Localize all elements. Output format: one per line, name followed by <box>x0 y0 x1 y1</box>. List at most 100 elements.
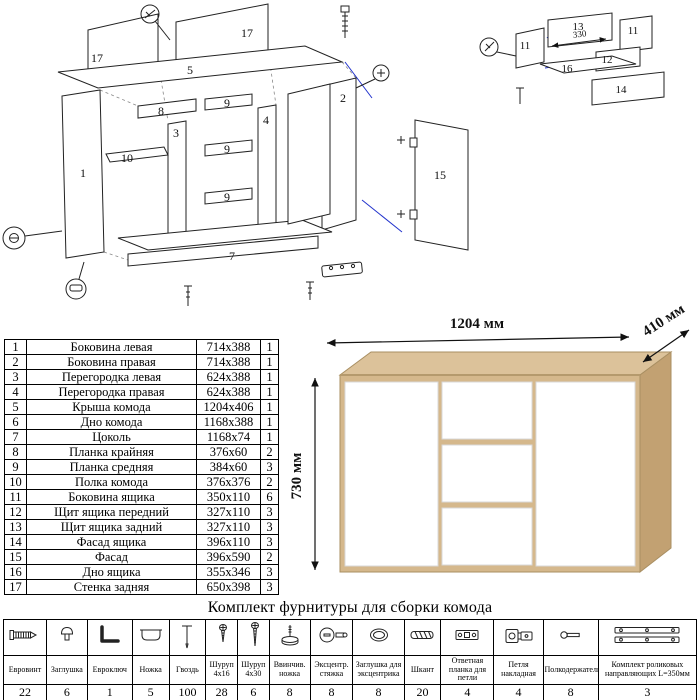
hinge-cup-top <box>409 137 418 148</box>
hardware-icons-row <box>3 619 698 656</box>
hardware-labels-row: Евровинт Заглушка Евроключ Ножка Гвоздь … <box>3 655 698 685</box>
edge-plank <box>137 98 197 119</box>
part-name: Щит ящика передний <box>26 504 197 520</box>
width-dimension-label: 1204 мм <box>450 316 504 332</box>
part-name: Фасад <box>26 549 197 565</box>
hardware-qty: 4 <box>440 683 495 700</box>
part-size: 714x388 <box>196 339 261 355</box>
depth-dimension-arrow <box>642 329 690 363</box>
middle-plank-1 <box>204 93 253 111</box>
part-size: 327x110 <box>196 504 261 520</box>
part-number: 12 <box>4 504 27 520</box>
middle-plank-3 <box>204 187 253 205</box>
part-qty: 1 <box>260 354 279 370</box>
screw-glyph-detail <box>516 87 524 104</box>
part-label-7: 7 <box>229 249 235 263</box>
hardware-qty: 5 <box>131 683 170 700</box>
drawer-bottom <box>539 55 637 74</box>
part-number: 6 <box>4 414 27 430</box>
hardware-qty: 3 <box>597 683 698 700</box>
part-qty: 1 <box>260 429 279 445</box>
part-size: 1204x406 <box>196 399 261 415</box>
hardware-icon-cell <box>597 619 698 656</box>
hardware-qty: 100 <box>168 683 207 700</box>
callout-cam-left <box>2 226 63 250</box>
part-number: 3 <box>4 369 27 385</box>
part-name: Перегородка левая <box>26 369 197 385</box>
height-dimension-label: 730 мм <box>289 453 305 500</box>
hardware-qty: 8 <box>309 683 354 700</box>
part-label-10: 10 <box>121 151 133 165</box>
shelf-panel <box>105 146 169 163</box>
hardware-label: Шуруп 4x16 <box>205 655 238 685</box>
euro-screw-icon <box>9 630 37 640</box>
part-label-4: 4 <box>263 113 269 127</box>
depth-dimension-label: 410 мм <box>640 301 688 340</box>
hardware-icon-cell <box>542 619 599 656</box>
part-size: 355x346 <box>196 564 261 580</box>
part-size: 327x110 <box>196 519 261 535</box>
part-number: 5 <box>4 399 27 415</box>
hardware-qty: 8 <box>352 683 405 700</box>
hardware-qty: 28 <box>205 683 238 700</box>
part-label-9a: 9 <box>224 96 230 110</box>
hardware-label: Ответная планка для петли <box>440 655 495 685</box>
hardware-icon-cell <box>493 619 544 656</box>
part-label-1: 1 <box>80 166 86 180</box>
cam-cap-icon <box>369 628 388 642</box>
hardware-kit-title: Комплект фурнитуры для сборки комода <box>207 599 493 616</box>
part-name: Боковина ящика <box>26 489 197 505</box>
dresser-top-face <box>338 351 673 376</box>
callout-bolt-top <box>340 5 390 89</box>
detail-label-14: 14 <box>616 84 628 96</box>
hinge-plate-icon <box>455 630 479 640</box>
dowel-icon <box>410 631 434 639</box>
drawer-facade <box>591 71 665 106</box>
part-qty: 1 <box>260 339 279 355</box>
right-door-front <box>535 381 636 567</box>
nail-glyph-bottom <box>184 285 192 306</box>
part-label-9b: 9 <box>224 142 230 156</box>
cam-lock-icon <box>319 627 347 643</box>
hardware-icon-cell <box>86 619 133 656</box>
part-number: 15 <box>4 549 27 565</box>
left-side-panel <box>61 89 105 259</box>
part-name: Цоколь <box>26 429 197 445</box>
part-qty: 1 <box>260 399 279 415</box>
assembly-guide-blue <box>344 61 403 233</box>
part-label-17a: 17 <box>91 51 103 65</box>
part-size: 376x376 <box>196 474 261 490</box>
product-render: 1204 мм 410 мм 730 мм <box>289 301 690 574</box>
part-qty: 3 <box>260 504 279 520</box>
part-qty: 2 <box>260 474 279 490</box>
hardware-label: Заглушка для эксцентрика <box>352 655 405 685</box>
hardware-table: Евровинт Заглушка Евроключ Ножка Гвоздь … <box>3 619 698 700</box>
part-size: 396x590 <box>196 549 261 565</box>
part-name: Планка средняя <box>26 459 197 475</box>
hardware-label: Эксцентр. стяжка <box>309 655 354 685</box>
part-number: 7 <box>4 429 27 445</box>
hardware-label: Петля накладная <box>493 655 544 685</box>
part-qty: 1 <box>260 414 279 430</box>
part-size: 1168x388 <box>196 414 261 430</box>
detail-label-13: 13 <box>573 21 585 33</box>
screw-large-icon <box>251 622 259 647</box>
part-name: Планка крайняя <box>26 444 197 460</box>
part-qty: 2 <box>260 549 279 565</box>
part-name: Боковина правая <box>26 354 197 370</box>
hex-key-icon <box>100 625 120 643</box>
part-name: Полка комода <box>26 474 197 490</box>
hardware-icon-cell <box>440 619 495 656</box>
drawer-dimension-label: 330 <box>572 28 587 40</box>
detail-label-11b: 11 <box>628 25 639 37</box>
hardware-icon-cell <box>168 619 207 656</box>
part-size: 1168x74 <box>196 429 261 445</box>
